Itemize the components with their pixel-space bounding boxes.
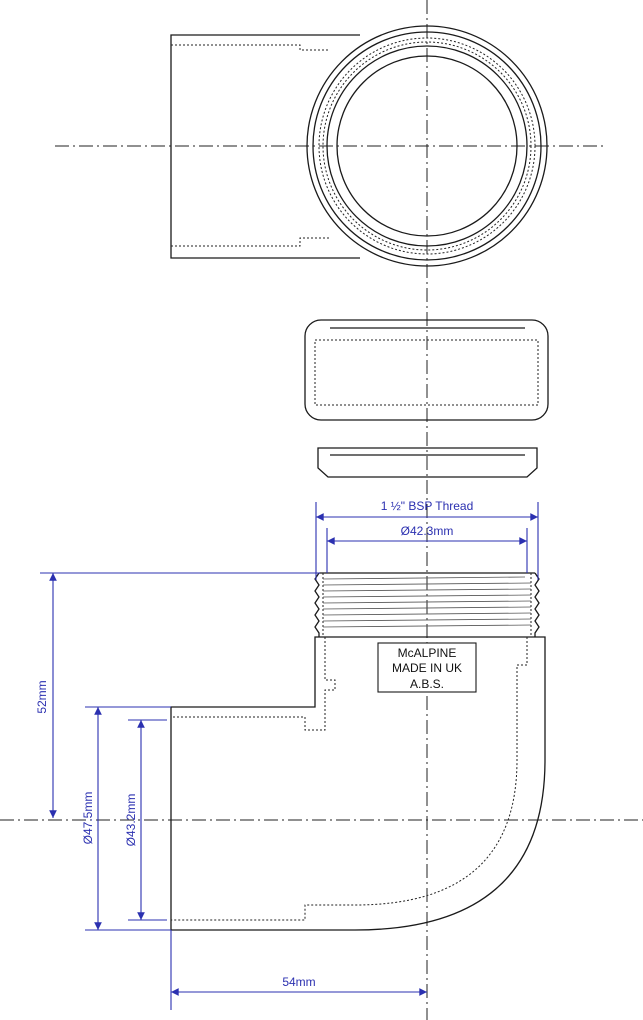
thread [314, 572, 540, 637]
dimension-inner-diameter: Ø43.2mm [124, 719, 167, 921]
dimension-thread: 1 ½" BSP Thread [315, 499, 539, 580]
dimension-outer-diameter: Ø47.5mm [81, 706, 171, 931]
thread-label: 1 ½" BSP Thread [381, 499, 474, 513]
nut [304, 319, 549, 421]
label-line-2: MADE IN UK [392, 661, 462, 675]
label-box: McALPINE MADE IN UK A.B.S. [377, 642, 477, 693]
dimension-height: 52mm [35, 572, 320, 819]
offset-label: 54mm [282, 975, 315, 989]
height-label: 52mm [35, 680, 49, 713]
outer-diameter-label: Ø47.5mm [81, 792, 95, 845]
label-line-3: A.B.S. [410, 677, 444, 691]
dimension-thread-diameter: Ø42.3mm [326, 524, 528, 573]
top-view [170, 25, 548, 267]
thread-diameter-label: Ø42.3mm [401, 524, 454, 538]
inner-diameter-label: Ø43.2mm [124, 794, 138, 847]
dimension-offset: 54mm [170, 930, 427, 1010]
elbow-body [170, 636, 546, 931]
washer [317, 447, 538, 478]
label-line-1: McALPINE [398, 646, 457, 660]
